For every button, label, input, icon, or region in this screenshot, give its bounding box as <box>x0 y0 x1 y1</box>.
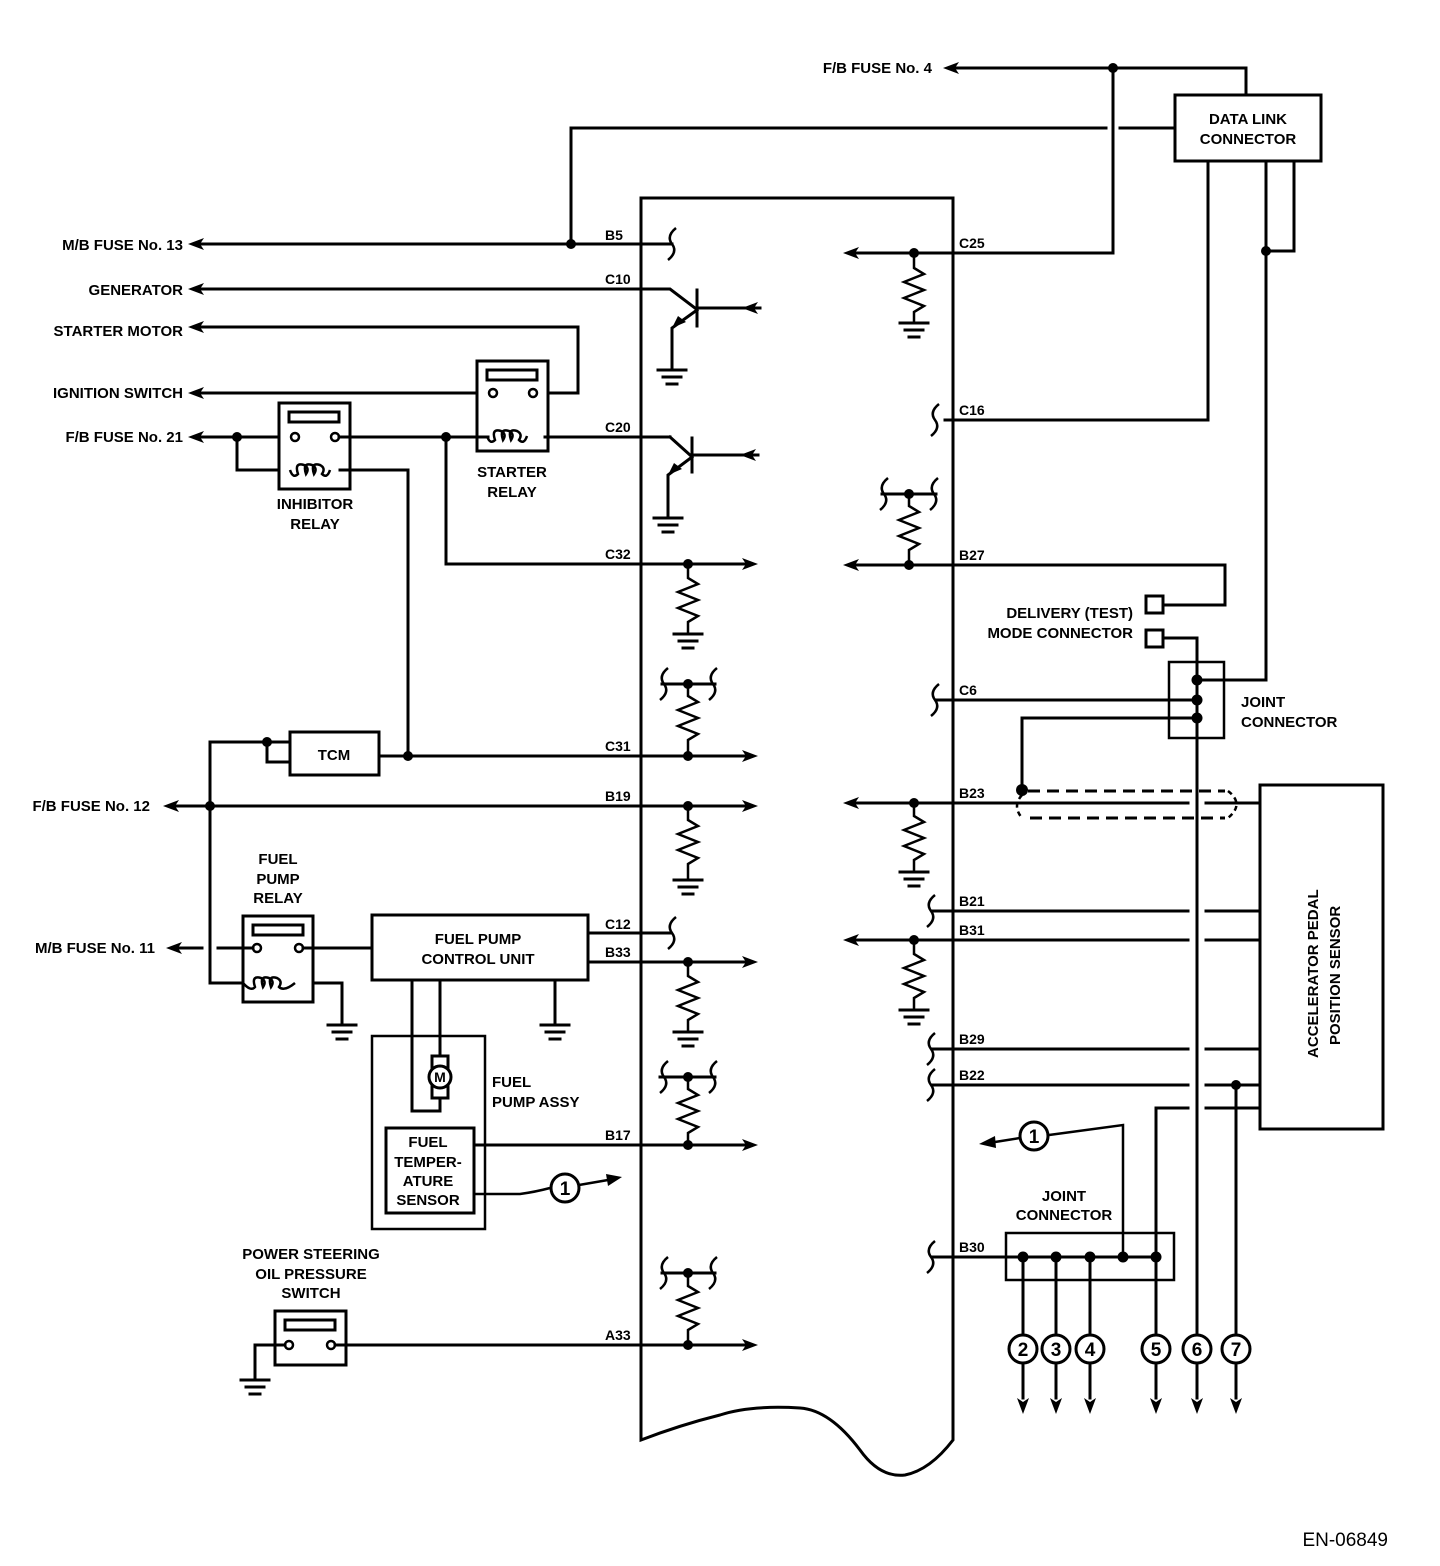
connection-marker-7: 7 <box>1220 1333 1252 1365</box>
delivery-mode-connector-label: DELIVERY (TEST) <box>1006 605 1133 622</box>
data-link-connector-label: DATA LINK <box>1209 111 1287 128</box>
ecm-body <box>639 196 955 1477</box>
pin-b23: B23 <box>959 785 985 801</box>
pin-b19: B19 <box>605 788 631 804</box>
connection-marker-3: 3 <box>1040 1333 1072 1365</box>
fuel-temperature-sensor <box>384 1126 476 1215</box>
ignition-switch-label: IGNITION SWITCH <box>53 385 183 402</box>
fuel-pump-control-unit-label: FUEL PUMP <box>435 931 521 948</box>
mb-fuse-13-label: M/B FUSE No. 13 <box>62 237 183 254</box>
starter-relay-label: STARTER <box>477 464 547 481</box>
power-steering-switch-label: SWITCH <box>281 1285 340 1302</box>
pin-b31: B31 <box>959 922 985 938</box>
power-steering-switch-label: OIL PRESSURE <box>255 1266 366 1283</box>
fuel-pump-assy <box>370 1034 487 1231</box>
pin-a33: A33 <box>605 1327 631 1343</box>
pin-b29: B29 <box>959 1031 985 1047</box>
fuel-temp-sensor-label: SENSOR <box>396 1192 460 1209</box>
accelerator-sensor-label: POSITION SENSOR <box>1327 906 1344 1045</box>
delivery-mode-connector-label: MODE CONNECTOR <box>987 625 1133 642</box>
connection-marker-4: 4 <box>1074 1333 1106 1365</box>
pin-c6: C6 <box>959 682 977 698</box>
inhibitor-relay-label: RELAY <box>290 516 339 533</box>
inhibitor-relay-label: INHIBITOR <box>277 496 354 513</box>
connection-marker-1 <box>549 1172 581 1204</box>
fuel-temp-sensor-label: FUEL <box>408 1134 447 1151</box>
marker-label: 1 <box>1029 1127 1040 1148</box>
pin-c16: C16 <box>959 402 985 418</box>
fuel-pump-assy-label: FUEL <box>492 1074 531 1091</box>
data-link-connector-label: CONNECTOR <box>1200 131 1297 148</box>
pin-b21: B21 <box>959 893 985 909</box>
tcm-label: TCM <box>318 747 351 764</box>
fuel-temp-sensor-label: ATURE <box>403 1173 454 1190</box>
delivery-mode-connector <box>1144 594 1165 615</box>
joint-connector-lower-label: JOINT <box>1042 1188 1086 1205</box>
connection-marker-1 <box>1018 1120 1050 1152</box>
power-steering-switch-label: POWER STEERING <box>242 1246 380 1263</box>
marker-label: 4 <box>1085 1340 1096 1361</box>
generator-label: GENERATOR <box>89 282 184 299</box>
accelerator-pedal-position-sensor <box>1258 783 1385 1131</box>
marker-label: 7 <box>1231 1340 1242 1361</box>
starter-motor-label: STARTER MOTOR <box>54 323 184 340</box>
pin-c25: C25 <box>959 235 985 251</box>
joint-connector-upper-label: CONNECTOR <box>1241 714 1338 731</box>
fuel-pump-assy-label: PUMP ASSY <box>492 1094 580 1111</box>
connection-marker-2: 2 <box>1007 1333 1039 1365</box>
starter-relay-label: RELAY <box>487 484 536 501</box>
marker-label: 1 <box>560 1179 571 1200</box>
marker-label: 5 <box>1151 1340 1162 1361</box>
fb-fuse-4-label: F/B FUSE No. 4 <box>823 60 933 77</box>
joint-connector-upper-label: JOINT <box>1241 694 1285 711</box>
fuel-pump-relay-label: PUMP <box>256 871 299 888</box>
pin-b30: B30 <box>959 1239 985 1255</box>
pin-b22: B22 <box>959 1067 985 1083</box>
pin-b33: B33 <box>605 944 631 960</box>
pin-c10: C10 <box>605 271 631 287</box>
pin-b27: B27 <box>959 547 985 563</box>
data-link-connector <box>1173 93 1323 163</box>
connection-marker-6: 6 <box>1181 1333 1213 1365</box>
fuel-pump-relay-label: RELAY <box>253 890 302 907</box>
motor-icon <box>427 1064 453 1090</box>
fuel-pump-control-unit <box>370 913 590 982</box>
marker-label: 2 <box>1018 1340 1029 1361</box>
fb-fuse-12-label: F/B FUSE No. 12 <box>32 798 150 815</box>
fb-fuse-21-label: F/B FUSE No. 21 <box>65 429 183 446</box>
pin-b17: B17 <box>605 1127 631 1143</box>
joint-connector-lower-label: CONNECTOR <box>1016 1207 1113 1224</box>
fuel-temp-sensor-label: TEMPER- <box>394 1154 462 1171</box>
connection-marker-5: 5 <box>1140 1333 1172 1365</box>
tcm-box <box>288 730 381 777</box>
mb-fuse-11-label: M/B FUSE No. 11 <box>35 940 155 957</box>
pin-b5: B5 <box>605 227 623 243</box>
fuel-pump-relay-label: FUEL <box>258 851 297 868</box>
figure-id: EN-06849 <box>1302 1530 1388 1551</box>
pin-c12: C12 <box>605 916 631 932</box>
marker-label: 6 <box>1192 1340 1203 1361</box>
pin-c20: C20 <box>605 419 631 435</box>
motor-symbol: M <box>434 1069 446 1085</box>
marker-label: 3 <box>1051 1340 1062 1361</box>
fuel-pump-control-unit-label: CONTROL UNIT <box>421 951 534 968</box>
pin-c31: C31 <box>605 738 631 754</box>
pin-c32: C32 <box>605 546 631 562</box>
accelerator-sensor-label: ACCELERATOR PEDAL <box>1305 889 1322 1058</box>
